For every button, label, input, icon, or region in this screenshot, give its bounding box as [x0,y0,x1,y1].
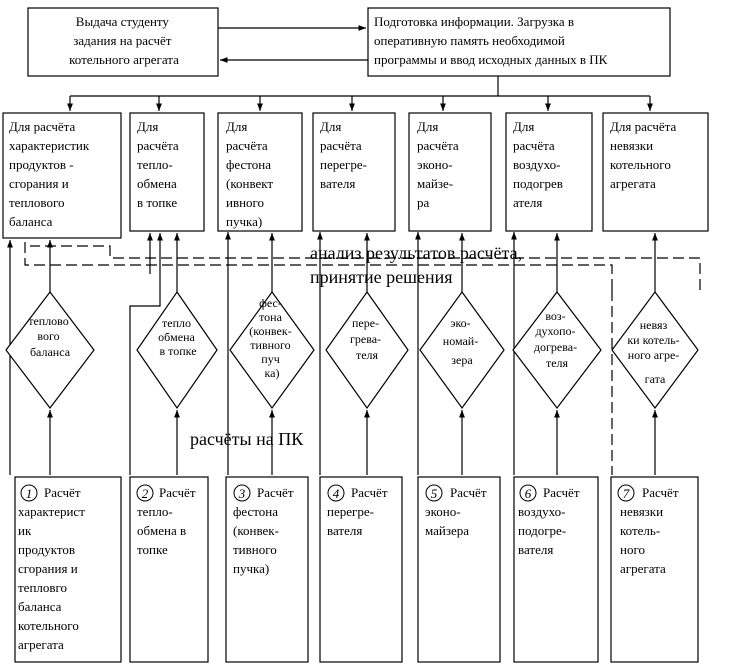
svg-text:2: 2 [142,486,149,501]
data-preparation-box [367,7,671,77]
calc-number-badge-3: 3 [233,484,251,502]
feedback-dashed-line-2 [30,245,701,290]
svg-text:7: 7 [623,486,630,501]
calc-number-badge-2: 2 [136,484,154,502]
calc-box-7 [610,476,699,663]
calc-box-1 [14,476,122,663]
prep-text-furnace: Для расчёта тепло- обмена в топке [137,119,182,210]
task-issue-box [27,7,219,77]
calc-text-4: Расчёт перегре- вателя [327,485,391,538]
decision-diamond-7 [611,290,699,410]
prep-box-airheater [505,112,593,232]
svg-text:6: 6 [525,486,532,501]
svg-text:3: 3 [238,486,246,501]
decision-diamond-1 [5,291,95,409]
decision-text-1: теплово вого баланса [28,314,72,359]
calc-number-badge-4: 4 [327,484,345,502]
data-preparation-text: Подготовка информации. Загрузка в операт… [374,14,608,67]
calc-number-badge-7: 7 [617,484,635,502]
prep-box-imbalance [602,112,709,232]
prep-box-economizer [408,112,492,232]
prep-box-superheater [312,112,396,232]
pc-calculations-label: расчёты на ПК [190,429,304,449]
decision-diamond-5 [419,290,505,410]
calc-box-2 [129,476,209,663]
svg-text:5: 5 [431,486,438,501]
prep-text-economizer: Для расчёта эконо- майзе- ра [417,119,462,210]
analysis-annotation-line2: принятие решения [310,267,453,287]
decision-text-7: невяз ки котель- ного агре- гата [627,318,682,386]
prep-box-furnace [129,112,205,232]
svg-text:4: 4 [333,486,340,501]
task-issue-text: Выдача студенту задания на расчёт котель… [69,14,179,67]
svg-text:1: 1 [26,486,33,501]
calc-number-badge-1: 1 [20,484,38,502]
calc-box-5 [417,476,501,663]
prep-box-festoon [217,112,303,232]
decision-text-2: тепло обмена в топке [158,316,198,358]
calc-text-1: Расчёт характерист ик продуктов сгорания… [18,485,88,652]
decision-diamond-4 [325,290,409,410]
calc-text-7: Расчёт невязки котель- ного агрегата [620,485,682,576]
calc-text-3: Расчёт фестона (конвек- тивного пучка) [233,485,297,576]
calc-box-4 [319,476,403,663]
prep-text-airheater: Для расчёта воздухо- подогрев ателя [513,119,566,210]
decision-text-5: эко- номай- зера [443,316,481,367]
feedback-solid-2 [129,233,163,475]
decision-diamond-3 [229,290,315,410]
calc-number-badge-5: 5 [425,484,443,502]
calc-box-6 [513,476,599,663]
decision-diamond-6 [512,291,602,409]
calc-text-2: Расчёт тепло- обмена в топке [137,485,199,557]
calc-text-5: Расчёт эконо- майзера [425,485,490,538]
decision-text-3: фес- тона (конвек- тивного пуч ка) [249,296,294,380]
decision-text-6: воз- духопо- догрева- теля [534,309,580,370]
analysis-annotation-line1: анализ результатов расчёта, [310,243,522,263]
feedback-dashed-line-1 [24,238,613,290]
prep-text-festoon: Для расчёта фестона (конвект ивного пучк… [226,119,276,229]
calc-box-3 [225,476,309,663]
prep-text-imbalance: Для расчёта невязки котельного агрегата [610,119,680,191]
decision-diamond-2 [136,290,218,410]
calc-number-badge-6: 6 [519,484,537,502]
prep-text-superheater: Для расчёта перегре- вателя [320,119,370,191]
calc-text-6: Расчёт воздухо- подогре- вателя [518,485,583,557]
prep-text-combustion: Для расчёта характеристик продуктов - сг… [9,119,92,229]
prep-box-combustion [2,112,122,239]
decision-text-4: пере- грева- теля [350,316,384,362]
